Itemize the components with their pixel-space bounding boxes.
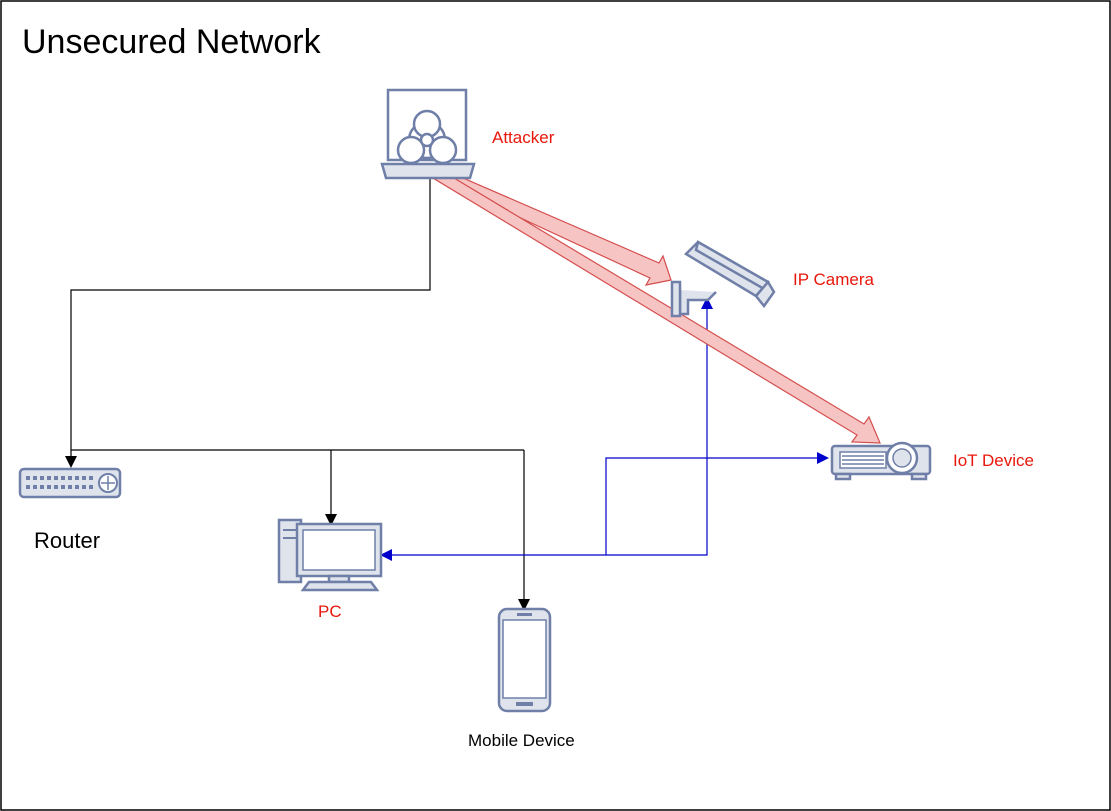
security-camera-icon bbox=[670, 240, 776, 318]
router-label: Router bbox=[34, 528, 100, 553]
attacker-label: Attacker bbox=[492, 128, 555, 147]
smartphone-icon bbox=[497, 607, 552, 713]
mobile-label: Mobile Device bbox=[468, 731, 575, 750]
iot-device-label: IoT Device bbox=[953, 451, 1034, 470]
connector-attacker-router bbox=[65, 170, 431, 468]
desktop-computer-icon bbox=[277, 518, 383, 592]
link-mobile-iotdevice bbox=[605, 452, 829, 555]
attack-arrow-ipcamera bbox=[427, 164, 672, 286]
attack-arrow-iotdevice bbox=[427, 165, 881, 444]
link-mobile-ipcamera bbox=[524, 297, 713, 556]
diagram-title: Unsecured Network bbox=[22, 23, 322, 61]
pc-label: PC bbox=[318, 602, 342, 621]
ip-camera-label: IP Camera bbox=[793, 270, 874, 289]
biohazard-laptop-icon bbox=[380, 88, 476, 180]
router-icon bbox=[18, 467, 122, 499]
projector-icon bbox=[830, 441, 932, 481]
